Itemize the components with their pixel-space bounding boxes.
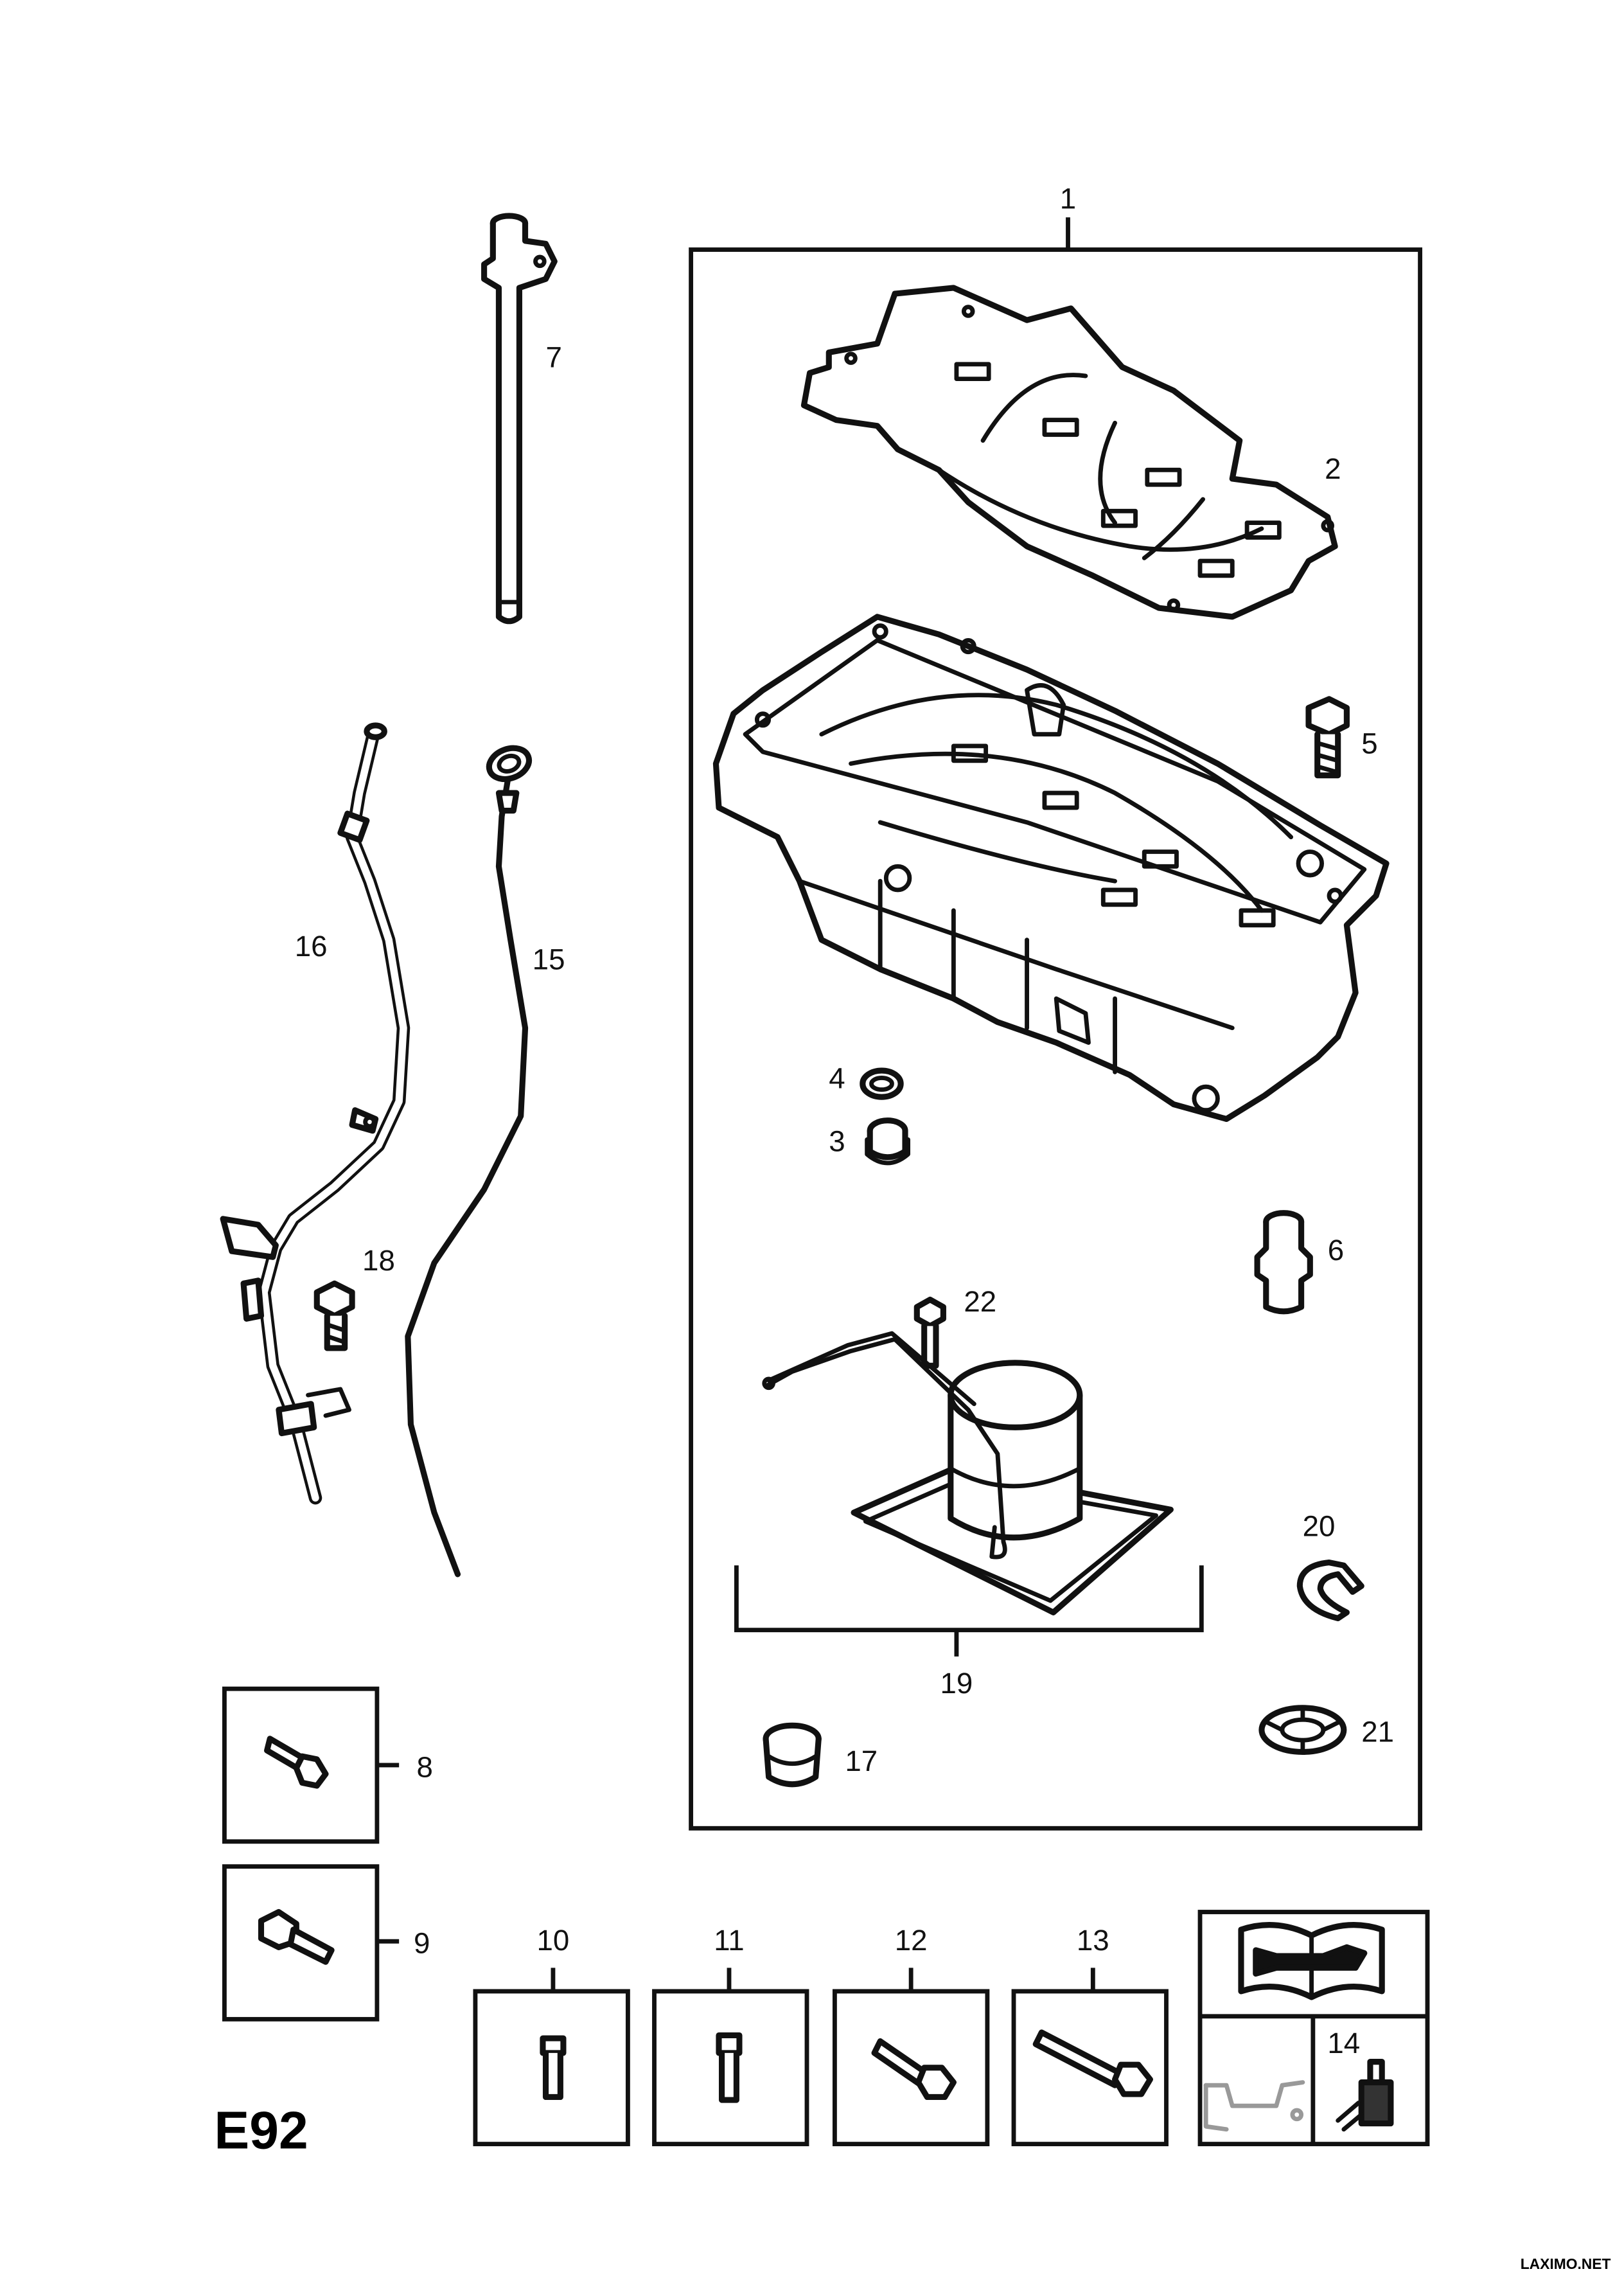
dipstick-guide-16-part[interactable] — [220, 722, 410, 1505]
dipstick-tube-7-part[interactable] — [481, 213, 558, 625]
diagram-code: E92 — [214, 2101, 308, 2160]
callout-16[interactable]: 16 — [295, 930, 328, 963]
callout-3[interactable]: 3 — [829, 1125, 845, 1158]
bolt-13-part[interactable] — [1032, 2029, 1153, 2097]
washer-4-part[interactable] — [860, 1067, 904, 1100]
watermark: LAXIMO.NET — [1521, 2255, 1611, 2272]
dipstick-15-part[interactable] — [405, 743, 533, 1578]
callout-7[interactable]: 7 — [546, 341, 562, 373]
callout-10[interactable]: 10 — [537, 1924, 570, 1957]
callout-8[interactable]: 8 — [417, 1750, 433, 1783]
bolt-12-part[interactable] — [871, 2038, 957, 2101]
screw-11-part[interactable] — [716, 2032, 743, 2103]
callout-14[interactable]: 14 — [1327, 2027, 1360, 2059]
bolt-5-part[interactable] — [1305, 696, 1350, 779]
callout-22[interactable]: 22 — [964, 1285, 996, 1318]
callout-6[interactable]: 6 — [1328, 1234, 1344, 1267]
bolt-22-part[interactable] — [914, 1296, 946, 1369]
oil-pickup-19-part[interactable] — [762, 1331, 1174, 1615]
bolt-8-part[interactable] — [264, 1736, 329, 1789]
clip-20-part[interactable] — [1296, 1560, 1364, 1622]
oil-pan-part[interactable] — [712, 614, 1390, 1123]
callout-20[interactable]: 20 — [1303, 1509, 1336, 1542]
callout-5[interactable]: 5 — [1361, 727, 1377, 760]
book-wrench-icon — [1238, 1922, 1385, 2000]
callout-11[interactable]: 11 — [714, 1924, 744, 1957]
washer-21-part[interactable] — [1258, 1705, 1347, 1755]
callout-18[interactable]: 18 — [362, 1244, 395, 1277]
callout-19[interactable]: 19 — [940, 1667, 973, 1700]
callout-12[interactable]: 12 — [895, 1924, 928, 1957]
drain-plug-3-part[interactable] — [865, 1117, 911, 1166]
bolt-18-part[interactable] — [313, 1280, 355, 1351]
callout-21[interactable]: 21 — [1361, 1715, 1394, 1748]
callout-13[interactable]: 13 — [1077, 1924, 1109, 1957]
fitting-6-part[interactable] — [1254, 1210, 1313, 1315]
callout-15[interactable]: 15 — [533, 943, 565, 975]
baffle-plate-part[interactable] — [800, 285, 1338, 620]
bolt-9-part[interactable] — [258, 1908, 335, 1965]
grommet-17-part[interactable] — [763, 1722, 822, 1788]
callout-9[interactable]: 9 — [414, 1926, 430, 1959]
sealant-tube-icon — [1336, 2059, 1394, 2132]
callout-17[interactable]: 17 — [845, 1745, 878, 1777]
callout-2[interactable]: 2 — [1325, 452, 1341, 485]
oil-pan-icon — [1203, 2080, 1305, 2132]
screw-10-part[interactable] — [540, 2035, 567, 2101]
callout-1[interactable]: 1 — [1060, 182, 1076, 215]
callout-4[interactable]: 4 — [829, 1062, 845, 1094]
